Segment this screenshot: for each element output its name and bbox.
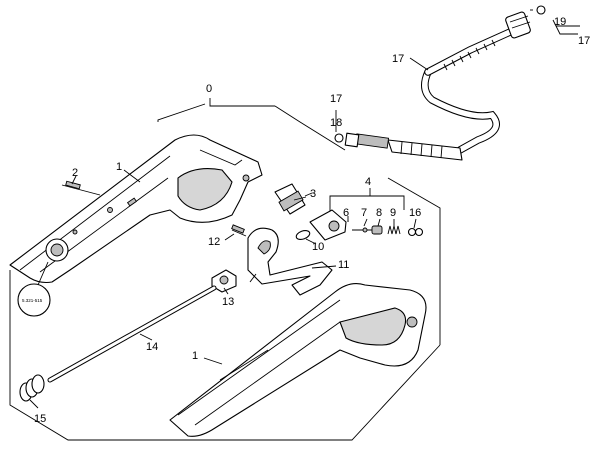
label-part-18: 18 (330, 117, 342, 129)
nut-13 (211, 269, 237, 293)
label-part-1-upper: 1 (116, 161, 122, 173)
hose-assembly (344, 11, 531, 161)
inset-badge: 5.321-515 (17, 261, 51, 317)
label-part-10: 10 (312, 241, 324, 253)
pin-12 (231, 224, 247, 237)
pin-7 (352, 227, 372, 233)
upper-gun-housing (9, 134, 263, 284)
label-part-17-hose: 17 (392, 53, 404, 65)
label-part-0: 0 (206, 83, 212, 95)
label-part-17-right: 17 (578, 35, 590, 47)
label-part-12: 12 (208, 236, 220, 248)
label-part-6: 6 (343, 207, 349, 219)
valve-bracket-4 (329, 188, 405, 222)
spring-15 (19, 374, 45, 402)
lower-gun-housing (169, 283, 427, 437)
label-part-1-lower: 1 (192, 350, 198, 362)
assembly-bracket-0 (9, 98, 441, 441)
label-part-11: 11 (338, 259, 349, 271)
inset-badge-text: 5.321-515 (22, 298, 43, 303)
threaded-connector-3 (274, 183, 313, 215)
label-part-7: 7 (361, 207, 367, 219)
trigger-lever-11 (247, 227, 333, 296)
label-part-4: 4 (365, 176, 371, 188)
oring-19 (536, 5, 546, 15)
spring-9 (387, 225, 401, 235)
leader-lines (29, 9, 580, 409)
label-part-15: 15 (34, 413, 46, 425)
label-part-8: 8 (376, 207, 382, 219)
label-part-19: 19 (554, 16, 566, 28)
label-part-9: 9 (390, 207, 396, 219)
label-part-16: 16 (409, 207, 421, 219)
orings-16 (407, 227, 424, 237)
valve-body-6 (309, 209, 349, 241)
label-part-14: 14 (146, 341, 158, 353)
rod-14 (47, 285, 217, 383)
oring-10 (295, 229, 311, 241)
valve-ball-8 (371, 225, 383, 235)
label-part-2: 2 (72, 167, 78, 179)
callout-labels: 0 1 2 3 4 6 7 8 9 16 10 11 12 13 14 15 1… (34, 16, 590, 425)
label-part-13: 13 (222, 296, 234, 308)
label-part-17-valve: 17 (330, 93, 342, 105)
label-part-3: 3 (310, 188, 316, 200)
oring-18 (334, 133, 344, 143)
screw-2 (61, 175, 101, 196)
